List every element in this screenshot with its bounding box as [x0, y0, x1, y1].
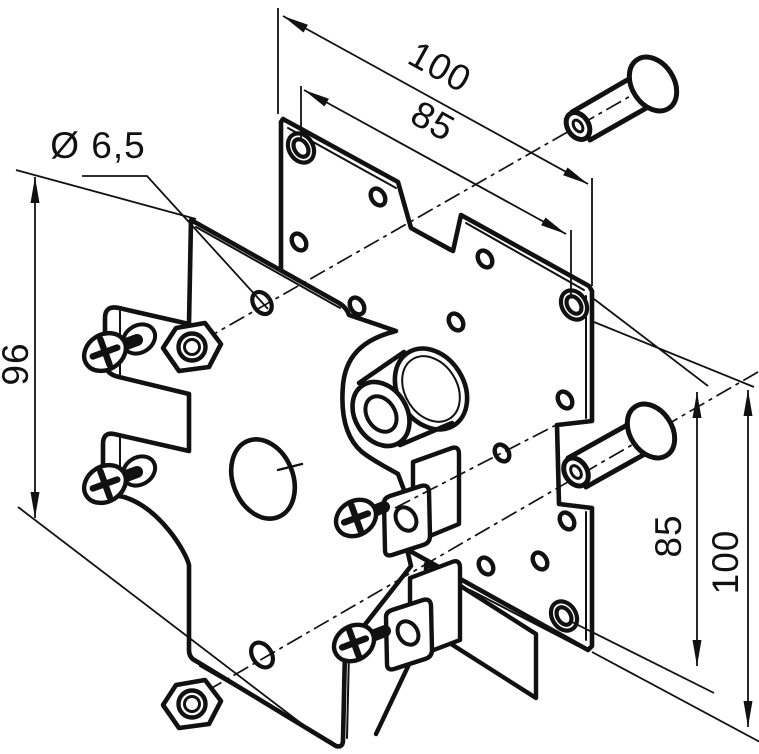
- middle-bolt-axis: [185, 371, 759, 704]
- bushing-bore: [363, 394, 399, 434]
- square-washer-upper-hole: [393, 505, 419, 533]
- label-left-96: 96: [0, 342, 36, 385]
- square-washer-lower-hole: [395, 619, 421, 647]
- dim-line-top-100: [282, 15, 589, 185]
- bolt-middle-right: [561, 401, 678, 490]
- dim-line-top-85: [303, 89, 567, 235]
- phillips-screw-middle-upper: [333, 497, 390, 539]
- hole-dia-leader: [82, 175, 269, 310]
- lower-bracket-leg: [373, 655, 415, 737]
- hex-nut-top: [160, 320, 224, 374]
- front-plate-bottom-hole: [248, 640, 276, 670]
- center-lines: [185, 85, 759, 704]
- hex-nut-bottom: [160, 677, 224, 731]
- square-washers: [381, 483, 435, 672]
- phillips-screw-left-upper: [81, 322, 158, 374]
- ext-lines-left: [15, 169, 303, 725]
- label-top-100: 100: [402, 33, 478, 100]
- top-bolt-axis: [185, 85, 649, 351]
- rear-plate-thickness-lines: [287, 127, 587, 647]
- phillips-screw-left-lower: [81, 454, 158, 506]
- ext-lines-right: [569, 298, 759, 743]
- bolt-top-right: [563, 54, 680, 143]
- label-right-85: 85: [648, 514, 689, 557]
- ext-lines-top: [277, 8, 593, 296]
- phillips-screw-middle-lower: [331, 622, 391, 664]
- bushing-barrel: [356, 349, 455, 448]
- label-right-100: 100: [705, 530, 746, 595]
- phillips-screws: [81, 322, 391, 664]
- center-hole-key-mark: [276, 462, 304, 472]
- motor-bushing: [350, 346, 470, 449]
- bolts: [561, 54, 680, 490]
- hex-nuts: [160, 320, 224, 731]
- dimension-arrowheads: [30, 16, 753, 727]
- label-hole-dia: Ø 6,5: [50, 125, 146, 166]
- dimensions: [15, 8, 759, 743]
- corner-hole: [285, 131, 590, 633]
- small-hole: [289, 186, 577, 577]
- label-top-85: 85: [404, 93, 462, 150]
